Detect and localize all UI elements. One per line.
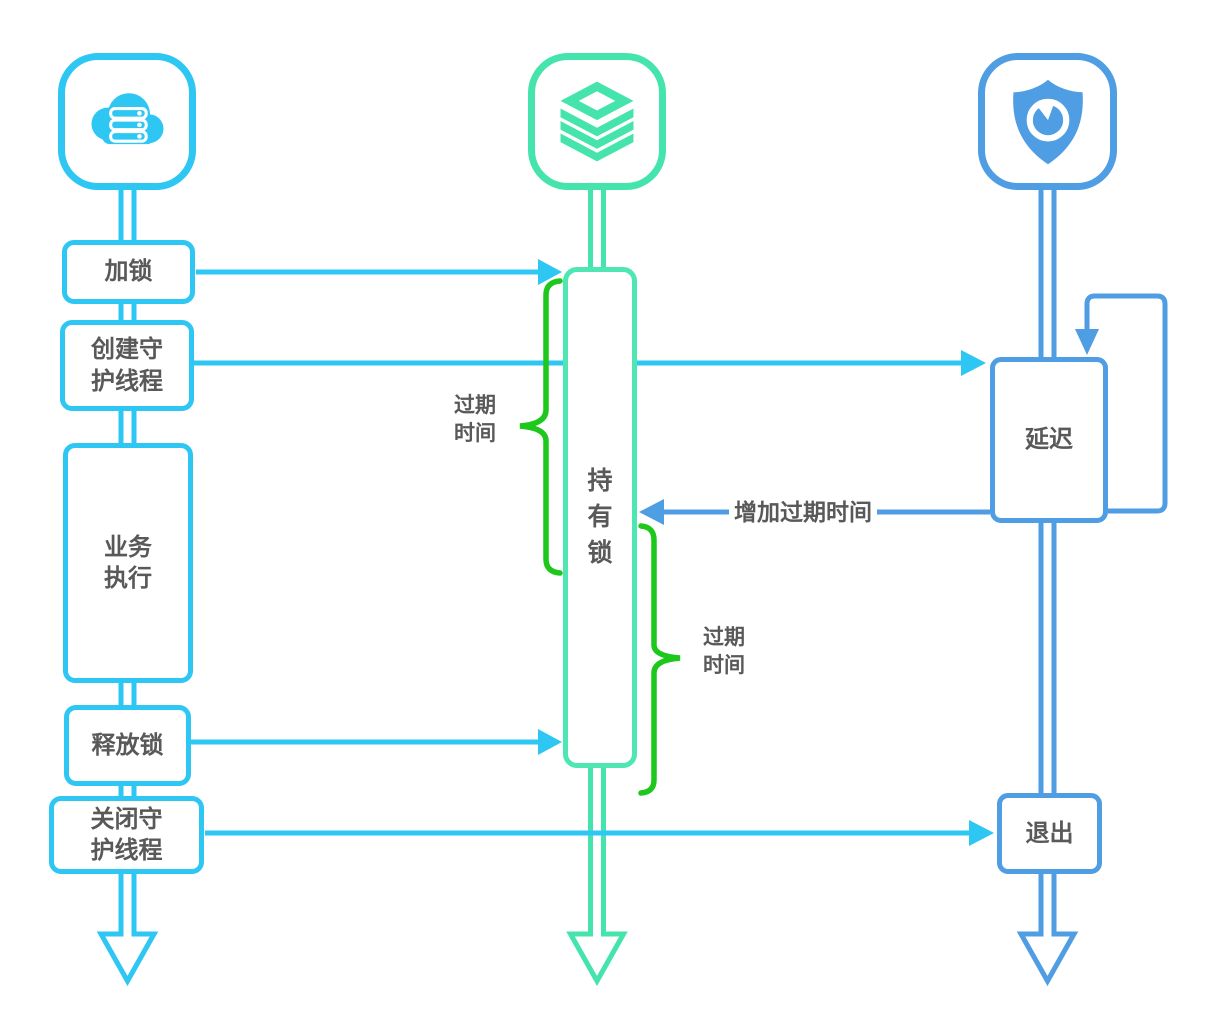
node-close-daemon-line1: 关闭守 [90, 805, 163, 833]
node-business-line1: 业务 [104, 533, 152, 561]
expire-brace-right [638, 523, 681, 796]
watchdog-lifeline-arrow [1016, 186, 1079, 987]
arrow-delay-self-loop [1075, 293, 1168, 514]
watchdog-lane-header [978, 53, 1117, 190]
annotation-extend-expire: 增加过期时间 [729, 497, 877, 527]
cloud-server-icon [91, 92, 164, 144]
hold-lock-char1: 持 [587, 467, 613, 495]
arrow-release-to-hold [191, 729, 562, 755]
node-create-daemon-line1: 创建守 [91, 336, 163, 364]
redis-lifeline-arrow [566, 186, 628, 987]
arrow-close-daemon-to-exit [205, 820, 994, 846]
expire-left-line2: 时间 [454, 421, 496, 445]
node-business-line2: 执行 [104, 565, 152, 592]
node-lock-label: 加锁 [104, 258, 153, 286]
node-lock: 加锁 [62, 240, 195, 304]
node-close-daemon: 关闭守 护线程 [49, 796, 204, 874]
expire-right-line2: 时间 [703, 653, 745, 677]
expire-brace-left [519, 278, 563, 576]
node-close-daemon-line2: 护线程 [90, 837, 163, 864]
node-exit: 退出 [997, 793, 1102, 874]
node-release-lock: 释放锁 [64, 705, 191, 786]
expire-right-line1: 过期 [703, 626, 745, 649]
hold-lock-char3: 锁 [587, 539, 613, 567]
annotation-expire-time-right: 过期 时间 [691, 624, 757, 679]
node-exit-label: 退出 [1025, 819, 1074, 847]
app-lifeline-arrow [96, 186, 159, 987]
hold-lock-char2: 有 [587, 503, 613, 531]
node-business: 业务 执行 [63, 443, 193, 683]
node-delay-label: 延迟 [1025, 426, 1073, 454]
node-release-lock-label: 释放锁 [91, 731, 164, 759]
node-hold-lock: 持 有 锁 [563, 267, 637, 768]
arrow-lock-to-hold [196, 259, 562, 285]
node-delay: 延迟 [990, 357, 1108, 523]
redis-lane-header [528, 53, 666, 190]
node-create-daemon: 创建守 护线程 [60, 320, 194, 411]
node-hold-lock-label: 持 有 锁 [587, 469, 612, 566]
node-create-daemon-line2: 护线程 [91, 367, 163, 395]
shield-clock-icon [1012, 79, 1083, 164]
expire-left-line1: 过期 [454, 394, 496, 417]
layers-stack-icon [560, 81, 634, 161]
app-lane-header [58, 53, 196, 190]
annotation-expire-time-left: 过期 时间 [442, 392, 508, 447]
